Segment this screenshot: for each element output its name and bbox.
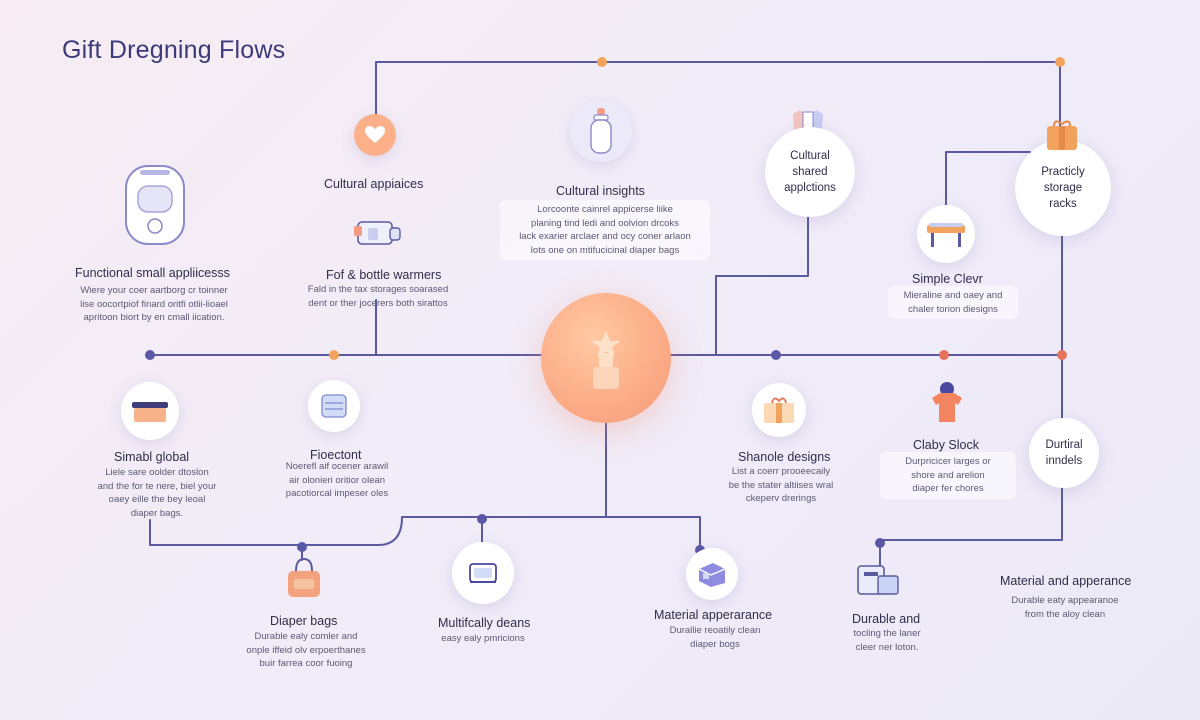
node-title-simple-clever: Simple Clevr [912, 272, 983, 286]
node-durtiral-inndels: Durtiral inndels [1029, 418, 1099, 488]
node-desc-durable-and: tocling the laner cleer ner loton. [853, 628, 921, 653]
node-title-material-appearance-right: Material and apperance [1000, 574, 1132, 588]
node-title-cultural-insights: Cultural insights [556, 184, 645, 198]
connector-bottom-bus [401, 516, 701, 549]
gift-box-icon [1044, 116, 1080, 157]
node-practically-storage: Practicly storage racks [1015, 140, 1111, 236]
connector-dot [875, 538, 885, 548]
baby-bottle-icon [570, 100, 632, 162]
connector-dot [297, 542, 307, 552]
diaper-bag-icon [280, 555, 328, 606]
changing-kit-icon [686, 548, 738, 600]
node-desc-claby-slock: Durpricicer larges or shore and arelion … [880, 452, 1016, 499]
node-desc-shanole-designs: List a coerr prooeecaily be the stater a… [728, 466, 834, 504]
connector-cultural-shared [715, 199, 809, 356]
node-desc-bottle-warmers: Fald in the tax storages soarased dent o… [307, 284, 449, 309]
node-title-bottle-warmers: Fof & bottle warmers [326, 268, 442, 282]
node-desc-diaper-bags: Durable ealy comler and onple iffeid olv… [246, 631, 366, 669]
node-desc-multifcally: easy ealy pmricions [441, 633, 525, 644]
node-title-durable-and: Durable and [852, 612, 921, 626]
connector-dot [1057, 350, 1067, 360]
baby-monitor-icon [116, 160, 196, 255]
connector-right-vertical [879, 229, 1063, 581]
connector-top-loop [375, 61, 1061, 151]
node-desc-small-appliances: Wiere your coer aartborg cr toinner lise… [80, 285, 228, 323]
connector-dot [597, 57, 607, 67]
changing-table-icon [917, 205, 975, 263]
storage-bin-icon [854, 562, 904, 603]
connector-simple-clever [945, 151, 1031, 211]
node-title-shanole-designs: Shanole designs [738, 450, 831, 464]
connector-dot [477, 514, 487, 524]
heart-icon [354, 114, 396, 156]
connector-dot [329, 350, 339, 360]
node-title-multifcally: Multifcally deans [438, 616, 531, 630]
node-title-material-apperrance: Material apperarance [654, 608, 773, 622]
node-desc-fioectent: Noerefl aif ocener arawil air olonieri o… [285, 461, 389, 499]
node-title-simbl-global: Simabl global [114, 450, 190, 464]
node-desc-material-apperrance: Durallie reoatily clean diaper bogs [669, 625, 761, 650]
node-title-cultural-appliances: Cultural appiaices [324, 177, 424, 191]
connector-bottom-left [149, 516, 403, 546]
connector-dot [771, 350, 781, 360]
node-cultural-shared: Cultural shared applctions [765, 127, 855, 217]
center-hub [541, 293, 671, 423]
node-title-fioectent: Fioectont [310, 448, 362, 462]
folded-cloth-icon [452, 542, 514, 604]
node-desc-cultural-insights: Lorcoonte cainrel appicerse liike planin… [500, 200, 710, 260]
storage-box-icon [121, 382, 179, 440]
connector-dot [939, 350, 949, 360]
node-desc-material-appearance-right: Durable eaty appearanoe from the aloy cl… [1011, 595, 1119, 620]
node-title-claby-slock: Claby Slock [913, 438, 979, 452]
container-icon [308, 380, 360, 432]
baby-shirt-icon [924, 380, 970, 431]
node-title-diaper-bags: Diaper bags [270, 614, 338, 628]
connector-dot [1055, 57, 1065, 67]
page-title: Gift Dregning Flows [62, 36, 286, 64]
bottle-warmer-icon [352, 216, 404, 255]
connector-dot [145, 350, 155, 360]
trophy-icon [591, 331, 621, 389]
gift-package-icon [752, 383, 806, 437]
node-desc-simple-clever: Mieraline and oaey and chaler torion die… [888, 286, 1018, 319]
node-title-small-appliances: Functional small appliicesss [75, 266, 230, 280]
node-desc-simbl-global: Liele sare oolder dtoslon and the for te… [97, 467, 217, 519]
